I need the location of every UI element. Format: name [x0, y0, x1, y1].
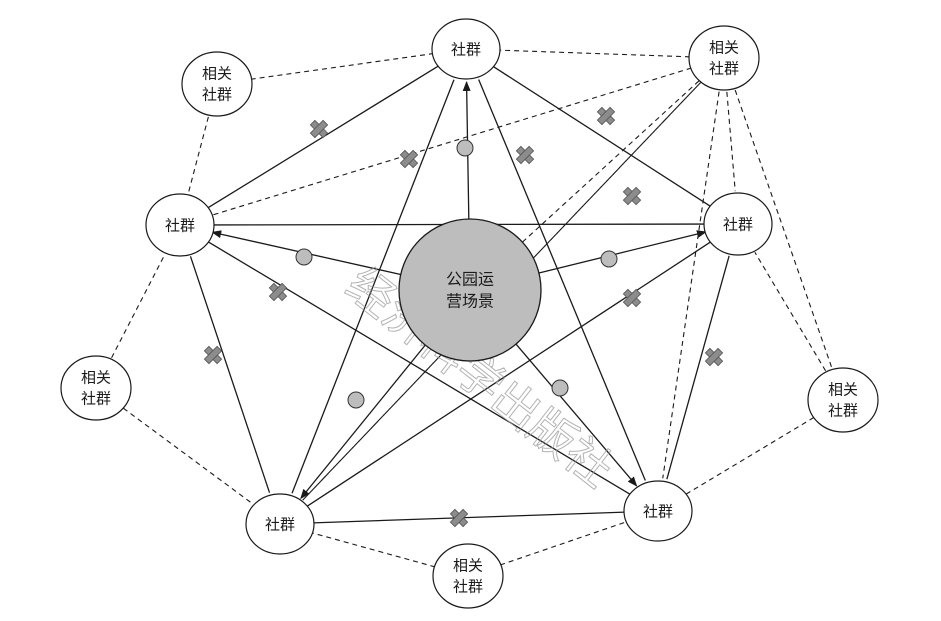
community-link-c2-c5 [207, 241, 631, 495]
community-link-c1-c3 [493, 66, 711, 207]
cross-mark-3 [596, 106, 616, 126]
community-label-bottom-right: 社群 [643, 503, 673, 521]
related-link-9 [111, 254, 166, 359]
hub-arrow-c3 [538, 230, 707, 274]
community-label-top: 社群 [451, 41, 481, 59]
community-link-c2-c4 [189, 256, 271, 493]
community-node-right: 社群 [703, 192, 773, 256]
community-label-bottom-left: 社群 [265, 516, 295, 534]
related-link-11 [754, 252, 827, 372]
cross-mark-1 [399, 149, 419, 169]
related-link-1 [187, 116, 209, 194]
related-community-bottom: 相关 社群 [432, 543, 504, 609]
related-community-right: 相关 社群 [807, 367, 879, 433]
community-label-right: 社群 [723, 216, 753, 234]
cross-mark-6 [622, 288, 642, 308]
cross-mark-9 [449, 508, 469, 528]
related-link-3 [211, 67, 692, 216]
related-label-line-2: 社群 [709, 60, 739, 78]
hub-arrow-c5 [515, 343, 638, 487]
related-community-left: 相关 社群 [60, 355, 132, 421]
community-link-c1-c4 [291, 79, 455, 494]
related-label-line-2: 社群 [202, 86, 232, 104]
cross-mark-2 [515, 145, 535, 165]
related-community-top-left: 相关 社群 [181, 51, 253, 117]
related-link-5 [662, 91, 720, 479]
connection-markers [203, 106, 724, 528]
related-link-10 [123, 407, 254, 505]
cross-mark-4 [622, 186, 642, 206]
hub-arrow-c4 [300, 344, 426, 500]
related-link-0 [250, 53, 434, 80]
cross-mark-5 [268, 282, 288, 302]
hub-label-line-1: 公园运 [446, 270, 494, 289]
cross-mark-8 [704, 347, 724, 367]
hub-link-dot-0 [456, 139, 474, 157]
related-label-line-2: 社群 [453, 578, 483, 596]
community-node-top: 社群 [431, 18, 501, 80]
hub-node: 公园运 营场景 [398, 218, 542, 362]
cross-mark-0 [309, 119, 329, 139]
related-link-14 [499, 521, 627, 566]
related-community-top-right: 相关 社群 [688, 25, 760, 91]
related-link-7 [522, 80, 700, 243]
hub-link-dot-4 [551, 379, 569, 397]
hub-link-dot-2 [600, 250, 618, 268]
community-link-c1-c5 [478, 79, 646, 481]
community-node-bottom-left: 社群 [245, 493, 315, 555]
hub-label-line-2: 营场景 [446, 292, 494, 311]
related-link-2 [498, 49, 691, 58]
related-label-line-1: 相关 [828, 381, 858, 399]
hub-circle [398, 218, 542, 362]
hub-link-dot-3 [347, 391, 365, 409]
community-node-bottom-right: 社群 [623, 480, 693, 542]
community-link-c3-c4 [307, 241, 711, 507]
related-label-line-1: 相关 [709, 39, 739, 57]
related-link-12 [686, 417, 815, 495]
community-link-c4-c5 [312, 511, 626, 524]
connection-lines [111, 49, 833, 568]
related-link-8 [734, 89, 833, 369]
community-node-left: 社群 [145, 193, 215, 257]
related-link-13 [311, 532, 436, 568]
related-label-line-1: 相关 [202, 65, 232, 83]
related-label-line-1: 相关 [453, 557, 483, 575]
community-link-c3-c5 [666, 255, 730, 480]
community-label-left: 社群 [165, 217, 195, 235]
related-label-line-2: 社群 [828, 402, 858, 420]
related-label-line-1: 相关 [81, 369, 111, 387]
related-label-line-2: 社群 [81, 390, 111, 408]
related-link-4 [726, 91, 736, 192]
cross-mark-7 [203, 345, 223, 365]
hub-link-dot-1 [295, 248, 313, 266]
